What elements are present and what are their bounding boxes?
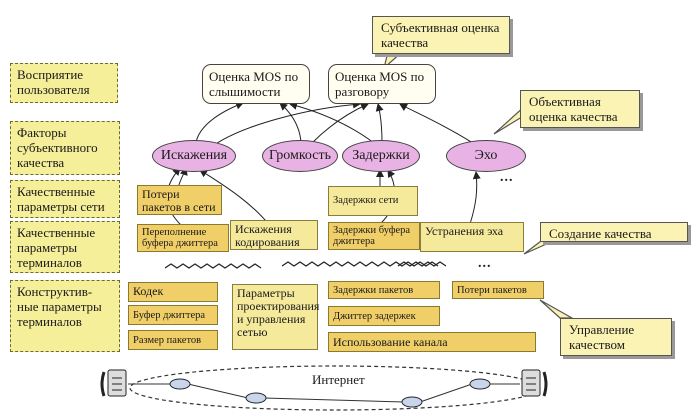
- factor-echo: Эхо: [446, 140, 526, 172]
- phone-icon-left: [100, 369, 127, 397]
- design-codec: Кодек: [128, 282, 218, 302]
- network-packet-loss: Потери пакетов в сети: [137, 185, 222, 215]
- zigzag-separator: [164, 261, 447, 269]
- terminal-jitter-overflow: Переполнение буфера джиттера: [137, 224, 229, 252]
- callout-subjective: Субъективная оценка качества: [372, 16, 510, 54]
- label-subjective-factors: Факторы субъективного качества: [10, 121, 120, 175]
- label-terminal-params: Качественные параметры терминалов: [10, 221, 120, 273]
- design-packet-size: Размер пакетов: [128, 330, 218, 350]
- ellipsis-terminal: ...: [478, 256, 492, 271]
- terminal-coding-distortion: Искажения кодирования: [230, 220, 318, 250]
- factor-distortion: Искажения: [152, 140, 236, 172]
- factor-delays: Задержки: [342, 140, 420, 172]
- phone-icon-right: [521, 369, 548, 397]
- design-jitter-buffer: Буфер джиттера: [128, 305, 218, 325]
- ellipsis-factors: ...: [500, 170, 514, 185]
- network-links: [128, 383, 520, 403]
- label-user-perception: Восприятие пользователя: [10, 63, 118, 103]
- mos-conversation: Оценка MOS по разговору: [328, 64, 436, 104]
- label-network-params: Качественные параметры сети: [10, 180, 120, 218]
- design-packet-loss: Потери пакетов: [452, 281, 544, 299]
- arrows-to-mos: [195, 100, 477, 149]
- router-icons: [169, 378, 491, 408]
- callout-management: Управление качеством: [560, 318, 672, 356]
- callout-objective: Объективная оценка качества: [520, 90, 640, 128]
- design-network-params: Параметры проектирования и управления се…: [232, 284, 319, 350]
- terminal-jitter-delay: Задержки буфера джиттера: [328, 222, 420, 250]
- callout-creation: Создание качества: [540, 222, 688, 242]
- label-design-params: Конструктив-ные параметры терминалов: [10, 280, 120, 352]
- design-delay-jitter: Джиттер задержек: [328, 306, 440, 326]
- network-delay: Задержки сети: [328, 186, 418, 216]
- design-packet-delays: Задержки пакетов: [328, 281, 440, 299]
- design-channel-use: Использование канала: [328, 332, 536, 352]
- terminal-echo-removal: Устранения эха: [420, 222, 524, 252]
- factor-loudness: Громкость: [262, 140, 338, 172]
- mos-listening: Оценка MOS по слышимости: [202, 64, 310, 104]
- internet-label: Интернет: [312, 372, 365, 387]
